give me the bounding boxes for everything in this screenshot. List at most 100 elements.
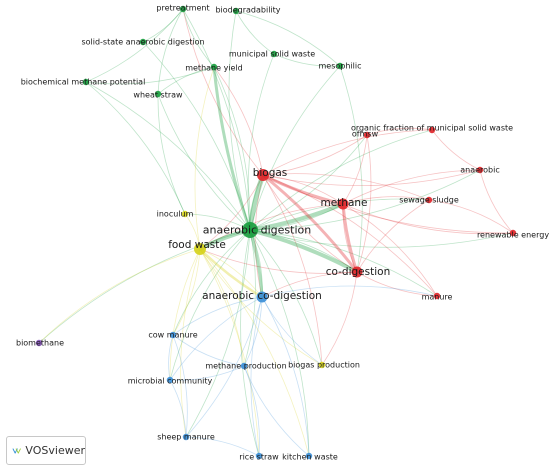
node-methane[interactable] — [337, 198, 349, 210]
link-co-digestion-biogas-production — [321, 271, 358, 366]
link-anaerobic-digestion-rice-straw — [240, 229, 260, 457]
link-microbial-community-methane-production — [169, 365, 245, 381]
link-pretreatment-wheat-straw — [157, 8, 184, 95]
node-co-digestion[interactable] — [351, 266, 363, 278]
label-biogas-production[interactable]: biogas production — [288, 361, 360, 370]
link-anaerobic-digestion-co-digestion — [249, 229, 358, 273]
label-microbial-community[interactable]: microbial community — [128, 377, 213, 386]
node-cow-manure[interactable] — [169, 331, 177, 339]
node-biogas-production[interactable] — [318, 361, 326, 369]
node-food-waste[interactable] — [194, 243, 206, 255]
link-pretreatment-methane-yield — [182, 8, 215, 68]
label-biomethane[interactable]: biomethane — [16, 339, 64, 348]
link-methane-manure — [342, 203, 438, 297]
node-organic-fraction[interactable] — [428, 126, 436, 134]
vosviewer-brand[interactable]: VOSviewer — [6, 436, 86, 465]
node-pretreatment[interactable] — [179, 5, 187, 13]
node-biodegradability[interactable] — [232, 7, 240, 15]
label-pretreatment[interactable]: pretreatment — [156, 4, 209, 13]
label-methane[interactable]: methane — [320, 197, 367, 209]
link-food-waste-methane-production — [199, 248, 245, 367]
node-anaerobic-co-digestion[interactable] — [256, 291, 268, 303]
link-anaerobic-digestion-methane-production — [243, 229, 256, 367]
label-anaerobic-co-digestion[interactable]: anaerobic co-digestion — [202, 290, 322, 302]
link-anaerobic-co-digestion-biogas-production — [261, 296, 323, 366]
link-co-digestion-ofmsw — [356, 134, 372, 273]
link-biogas-ofmsw — [262, 134, 368, 176]
link-pretreatment-solid-state-anaerobic-digestion — [142, 8, 184, 43]
label-kitchen-waste[interactable]: kitchen waste — [282, 453, 338, 462]
node-methane-yield[interactable] — [210, 63, 218, 71]
link-anaerobic-digestion-kitchen-waste — [249, 229, 310, 457]
link-methane-anaerobic — [342, 169, 481, 205]
node-microbial-community[interactable] — [166, 376, 174, 384]
node-kitchen-waste[interactable] — [305, 452, 313, 460]
label-renewable-energy[interactable]: renewable energy — [477, 231, 549, 240]
node-ofmsw[interactable] — [363, 131, 371, 139]
link-anaerobic-digestion-municipal-solid-waste — [247, 53, 275, 231]
link-anaerobic-digestion-pretreatment — [182, 8, 251, 231]
node-biomethane[interactable] — [35, 339, 43, 347]
label-manure[interactable]: manure — [422, 293, 453, 302]
link-food-waste-kitchen-waste — [199, 248, 310, 457]
link-anaerobic-digestion-solid-state-anaerobic-digestion — [142, 41, 251, 231]
brand-name: VOSviewer — [25, 444, 85, 457]
label-co-digestion[interactable]: co-digestion — [326, 266, 390, 278]
label-cow-manure[interactable]: cow manure — [148, 331, 197, 340]
label-wheat-straw[interactable]: wheat straw — [133, 91, 183, 100]
link-anaerobic-digestion-biodegradability — [228, 10, 251, 231]
node-inoculum[interactable] — [181, 210, 189, 218]
link-methane-production-rice-straw — [243, 365, 260, 457]
label-methane-yield[interactable]: methane yield — [185, 64, 243, 73]
label-inoculum[interactable]: inoculum — [157, 210, 194, 219]
node-rice-straw[interactable] — [255, 452, 263, 460]
label-organic-fraction[interactable]: organic fraction of municipal solid wast… — [351, 124, 513, 133]
label-sewage-sludge[interactable]: sewage sludge — [399, 196, 459, 205]
label-food-waste[interactable]: food waste — [168, 239, 226, 251]
label-methane-production[interactable]: methane production — [205, 362, 286, 371]
label-sheep-manure[interactable]: sheep manure — [157, 433, 215, 442]
link-methane-production-kitchen-waste — [243, 365, 310, 457]
node-sewage-sludge[interactable] — [425, 196, 433, 204]
label-solid-state-anaerobic-digestion[interactable]: solid-state anaerobic digestion — [81, 38, 204, 47]
link-anaerobic-digestion-cow-manure — [172, 229, 251, 336]
link-anaerobic-digestion-ofmsw — [249, 134, 368, 231]
node-methane-production[interactable] — [240, 362, 248, 370]
node-biochemical-methane-potential[interactable] — [82, 78, 90, 86]
link-anaerobic-renewable-energy — [479, 169, 514, 234]
node-anaerobic[interactable] — [476, 166, 484, 174]
link-biogas-pretreatment — [182, 8, 264, 176]
link-anaerobic-digestion-mesophilic — [249, 65, 341, 231]
strong-link-anaerobic-digestion-methane-yield — [212, 65, 252, 232]
link-anaerobic-co-digestion-methane-production — [243, 296, 263, 367]
node-wheat-straw[interactable] — [154, 90, 162, 98]
label-mesophilic[interactable]: mesophilic — [319, 62, 362, 71]
label-ofmsw[interactable]: ofmsw — [352, 130, 379, 139]
node-mesophilic[interactable] — [336, 62, 344, 70]
label-biogas[interactable]: biogas — [253, 167, 288, 179]
label-municipal-solid-waste[interactable]: municipal solid waste — [229, 50, 315, 59]
strong-link-methane-co-digestion — [341, 202, 359, 274]
link-anaerobic-co-digestion-microbial-community — [169, 296, 263, 381]
node-solid-state-anaerobic-digestion[interactable] — [139, 38, 147, 46]
label-biodegradability[interactable]: biodegradability — [215, 6, 280, 15]
link-anaerobic-digestion-manure — [249, 229, 438, 297]
label-rice-straw[interactable]: rice straw — [239, 453, 279, 462]
link-biodegradability-mesophilic — [235, 10, 341, 67]
link-co-digestion-food-waste — [199, 248, 358, 274]
label-biochemical-methane-potential[interactable]: biochemical methane potential — [21, 78, 146, 87]
node-sheep-manure[interactable] — [182, 433, 190, 441]
link-food-waste-sheep-manure — [180, 248, 201, 438]
label-anaerobic-digestion[interactable]: anaerobic digestion — [203, 224, 311, 237]
label-anaerobic[interactable]: anaerobic — [460, 166, 500, 175]
node-renewable-energy[interactable] — [509, 229, 517, 237]
link-co-digestion-anaerobic-co-digestion — [261, 271, 358, 298]
link-cow-manure-microbial-community — [168, 334, 174, 381]
strong-link-food-waste-anaerobic-co-digestion — [198, 247, 264, 299]
link-anaerobic-digestion-biogas-production — [249, 229, 323, 366]
node-municipal-solid-waste[interactable] — [270, 50, 278, 58]
node-anaerobic-digestion[interactable] — [242, 222, 258, 238]
node-biogas[interactable] — [257, 169, 269, 181]
link-methane-yield-wheat-straw — [157, 66, 215, 95]
node-manure[interactable] — [433, 292, 441, 300]
